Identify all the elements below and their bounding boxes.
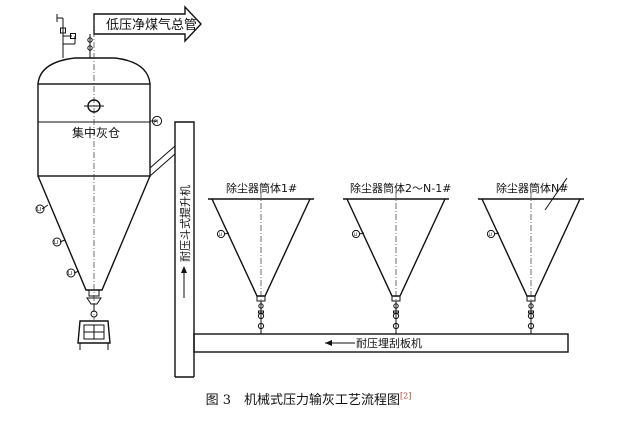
process-flow-diagram: 低压净煤气总管 集中灰仓 PI LI: [35, 5, 584, 378]
collector-n-label: 除尘器筒体N#: [496, 181, 568, 195]
caption-text: 图 3 机械式压力输灰工艺流程图: [205, 393, 401, 408]
svg-text:LI: LI: [489, 232, 493, 238]
silo-label: 集中灰仓: [72, 125, 120, 140]
silo-top-valves: [56, 14, 93, 58]
bucket-elevator: 耐压斗式提升机: [149, 121, 195, 378]
dust-collector-2: 除尘器筒体2～N-1# LI: [343, 181, 451, 334]
pressure-gauge-icon: PI: [150, 115, 163, 127]
svg-text:LI: LI: [54, 240, 58, 246]
silo-level-indicator-1: LI: [35, 204, 49, 214]
silo-level-indicator-2: LI: [52, 237, 66, 247]
figure-caption: 图 3 机械式压力输灰工艺流程图[2]: [0, 389, 617, 408]
silo-level-indicator-3: LI: [66, 268, 80, 278]
svg-text:LI: LI: [68, 271, 72, 277]
collector-2-label: 除尘器筒体2～N-1#: [350, 181, 451, 195]
pressure-tag: PI: [154, 120, 159, 126]
scraper-conveyor: 耐压埋刮板机: [193, 333, 569, 353]
conveyor-label: 耐压埋刮板机: [356, 336, 422, 350]
elevator-label: 耐压斗式提升机: [178, 185, 192, 262]
svg-text:LI: LI: [219, 232, 223, 238]
gas-pipe-arrow: 低压净煤气总管: [93, 5, 202, 43]
dust-collector-1: 除尘器筒体1# LI: [208, 181, 314, 334]
svg-text:LI: LI: [37, 207, 41, 213]
svg-text:LI: LI: [354, 232, 358, 238]
central-ash-silo: 集中灰仓: [37, 20, 151, 320]
caption-reference: [2]: [400, 391, 412, 401]
gas-pipe-label: 低压净煤气总管: [106, 17, 197, 33]
silo-discharge-unloader: [77, 289, 111, 350]
collector-1-label: 除尘器筒体1#: [226, 181, 297, 195]
dust-collector-n: 除尘器筒体N# LI: [478, 177, 584, 334]
